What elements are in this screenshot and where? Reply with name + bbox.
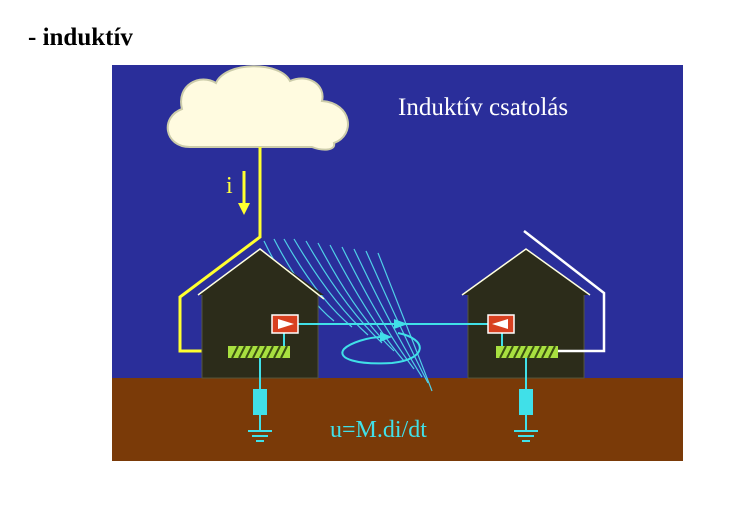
right-building-wire (523, 230, 606, 353)
induced-loop-arrow-icon (341, 332, 421, 365)
left-grounding-bar (228, 345, 290, 359)
left-roof-edge (197, 248, 325, 300)
signal-direction-arrow-icon (394, 319, 408, 329)
left-device (271, 314, 299, 334)
left-house-roof (198, 249, 324, 295)
formula-label: u=M.di/dt (330, 417, 427, 443)
left-earth-resistor-icon (248, 389, 272, 442)
cloud-icon (166, 65, 349, 151)
lightning-current-wire (178, 147, 262, 353)
diagram-title: Induktív csatolás (398, 94, 568, 121)
ground (112, 378, 683, 461)
induced-loop-arrowhead-icon (380, 332, 392, 342)
section-heading: - induktív (28, 24, 133, 51)
inductive-coupling-diagram: Induktív csatolás i u=M.di/dt (112, 65, 683, 461)
right-grounding-bar (496, 345, 558, 359)
right-house-roof (462, 249, 590, 295)
right-device (487, 314, 515, 334)
signal-wires (259, 323, 527, 389)
current-arrowhead-icon (238, 203, 250, 215)
right-roof-edge (461, 248, 591, 296)
right-earth-resistor-icon (514, 389, 538, 442)
current-label: i (226, 173, 233, 199)
